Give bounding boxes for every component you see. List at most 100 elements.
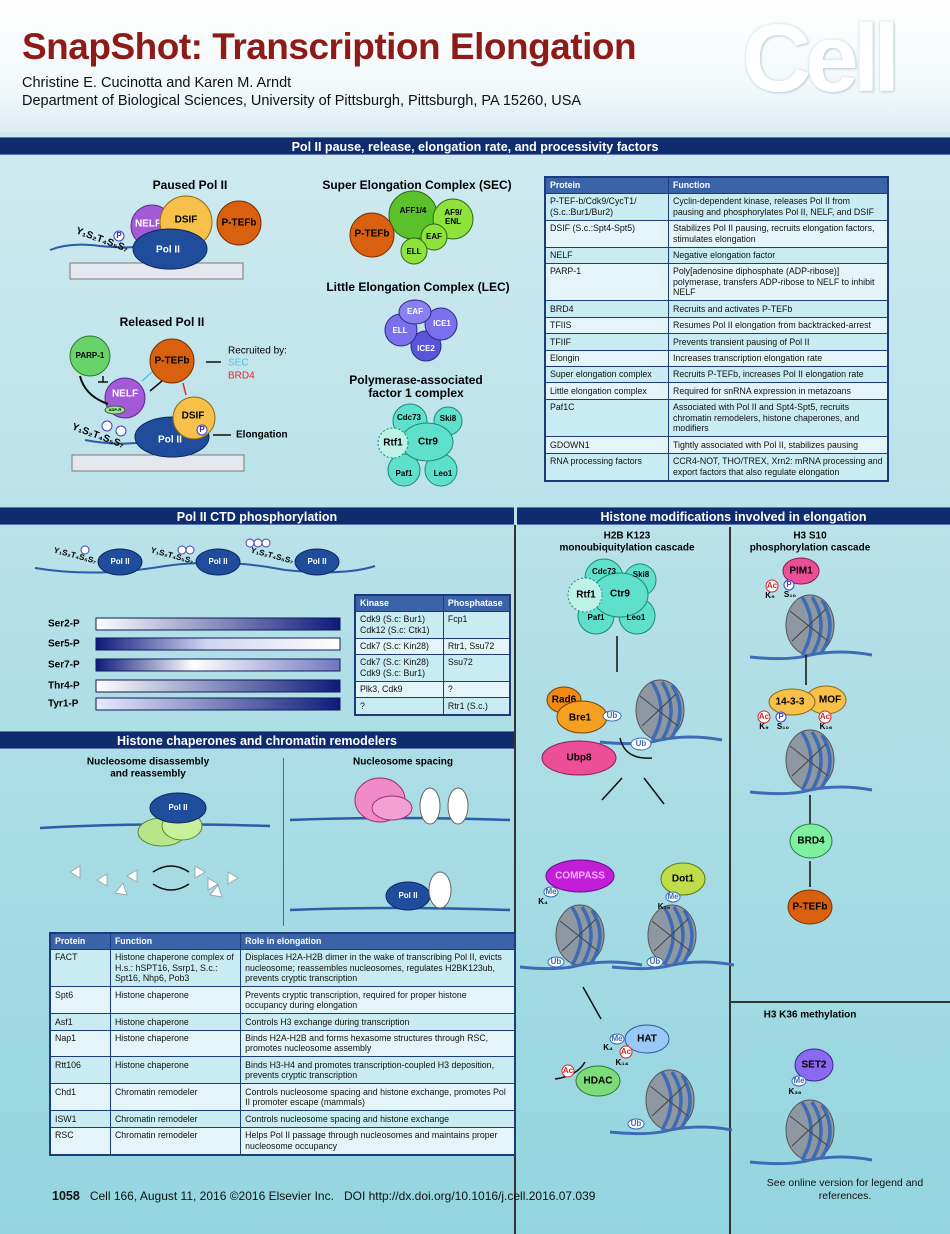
table-cell: Recruits and activates P-TEFb xyxy=(667,300,889,318)
set2-label: SET2 xyxy=(801,1060,826,1071)
ub-label: Ub xyxy=(631,1119,642,1128)
leo1-label: Leo1 xyxy=(627,613,646,622)
table-cell: NELF xyxy=(544,246,669,264)
table-cell: Poly[adenosine diphosphate (ADP-ribose)]… xyxy=(667,262,889,302)
table-cell: RNA processing factors xyxy=(544,452,669,482)
table-cell: Cdk7 (S.c: Kin28) xyxy=(354,637,444,655)
column-header: Protein xyxy=(545,177,669,194)
spacing-title: Nucleosome spacing xyxy=(353,757,453,768)
table-cell: TFIIF xyxy=(544,333,669,351)
table-cell: Histone chaperone xyxy=(109,1056,242,1085)
ctd-mark-label: Ser5-P xyxy=(48,639,80,650)
pol2-label: Pol II xyxy=(398,891,417,900)
doi-link[interactable]: DOI http://dx.doi.org/10.1016/j.cell.201… xyxy=(343,1189,596,1203)
phospho-badge xyxy=(113,230,125,242)
h3s10-cascade-diagram: H3 S10 phosphorylation cascade PIM1 Ac P… xyxy=(748,531,874,925)
dna xyxy=(71,454,245,472)
citation: Cell 166, August 11, 2016 ©2016 Elsevier… xyxy=(89,1189,334,1203)
arrow xyxy=(149,380,163,392)
ctr9-label: Ctr9 xyxy=(610,589,630,600)
k79-label: K₇₉ xyxy=(658,902,671,911)
ubp8-label: Ubp8 xyxy=(567,753,592,764)
ctd-level-bar xyxy=(95,697,341,711)
table-cell: Spt6 xyxy=(49,986,111,1015)
cdc73-label: Cdc73 xyxy=(592,567,617,576)
pol2 xyxy=(132,228,208,270)
ctd-residues: Y₁S₂T₄S₅S₇ xyxy=(250,546,295,566)
section-bar-chaperones: Histone chaperones and chromatin remodel… xyxy=(0,731,514,749)
brd4-arrow xyxy=(182,382,187,396)
p-label: P xyxy=(778,712,784,721)
af9-label: AF9/ xyxy=(444,208,462,217)
ub-label: Ub xyxy=(551,957,562,966)
k4-label: K₄ xyxy=(603,1043,613,1052)
nucleosome xyxy=(748,1098,874,1166)
table-cell: Nap1 xyxy=(49,1029,111,1058)
ctd-mark-label: Ser7-P xyxy=(48,660,80,671)
rtf1-label: Rtf1 xyxy=(383,438,403,449)
table-cell: Cyclin-dependent kinase, releases Pol II… xyxy=(667,192,889,221)
table-row: P-TEF-b/Cdk9/CycT1/ (S.c.:Bur1/Bur2)Cycl… xyxy=(544,192,889,221)
pol2-label: Pol II xyxy=(110,557,129,566)
cell-logo: Cell xyxy=(742,5,900,112)
online-note: See online version for legend and refere… xyxy=(766,1177,924,1202)
phospho-badge xyxy=(196,424,208,436)
column-header: Phosphatase xyxy=(443,595,511,612)
rad6-label: Rad6 xyxy=(552,695,577,706)
ptefb-label: P-TEFb xyxy=(155,356,190,367)
h2b-cascade-diagram: H2B K123 monoubiquitylation cascade Cdc7… xyxy=(518,531,736,1136)
table-cell: Elongin xyxy=(544,349,669,367)
table-cell: Chd1 xyxy=(49,1083,111,1112)
sec-title: Super Elongation Complex (SEC) xyxy=(322,178,511,192)
table-cell: GDOWN1 xyxy=(544,436,669,454)
paf1-label: Paf1 xyxy=(588,613,605,622)
nucleosome xyxy=(518,903,644,971)
ptefb-protein xyxy=(149,338,195,384)
pol2-label: Pol II xyxy=(158,435,182,446)
table-cell: Associated with Pol II and Spt4-Spt5, re… xyxy=(667,398,889,438)
nucleosome-spacing-diagram: Nucleosome spacing Pol II xyxy=(289,757,511,912)
table-cell: ? xyxy=(354,697,444,716)
ac-label: Ac xyxy=(621,1047,632,1056)
pol2-label: Pol II xyxy=(156,245,180,256)
page-title: SnapShot: Transcription Elongation xyxy=(22,26,637,67)
table-cell: Paf1C xyxy=(544,398,669,438)
table-cell: Little elongation complex xyxy=(544,382,669,400)
table-cell: RSC xyxy=(49,1126,111,1156)
table-cell: Resumes Pol II elongation from backtrack… xyxy=(667,316,889,335)
nucleosome xyxy=(748,728,874,796)
mof-label: MOF xyxy=(819,695,841,706)
ctd-mark-label: Ser2-P xyxy=(48,619,80,630)
ski8-label: Ski8 xyxy=(440,414,457,423)
s10-label: S₁₀ xyxy=(784,590,797,599)
rtf1-label: Rtf1 xyxy=(576,590,596,601)
dsif-label: DSIF xyxy=(175,215,198,226)
ice2-label: ICE2 xyxy=(417,344,435,353)
column-header: Protein xyxy=(50,933,111,950)
divider xyxy=(729,527,731,1234)
table-cell: CCR4-NOT, THO/TREX, Xrn2: mRNA processin… xyxy=(667,452,889,482)
table-cell: Helps Pol II passage through nucleosomes… xyxy=(240,1126,516,1156)
table-cell: Tightly associated with Pol II, stabiliz… xyxy=(667,436,889,454)
k36-label: K₃₆ xyxy=(788,1087,801,1096)
cdc73-label: Cdc73 xyxy=(397,413,422,422)
k4-label: K₄ xyxy=(538,897,548,906)
me-label: Me xyxy=(545,887,557,896)
h2b-title-2: monoubiquitylation cascade xyxy=(559,543,694,554)
paf-title-2: factor 1 complex xyxy=(368,386,464,400)
brd4-label: BRD4 xyxy=(797,836,825,847)
ctd-level-bar xyxy=(95,658,341,672)
table-cell: ISW1 xyxy=(49,1110,111,1128)
